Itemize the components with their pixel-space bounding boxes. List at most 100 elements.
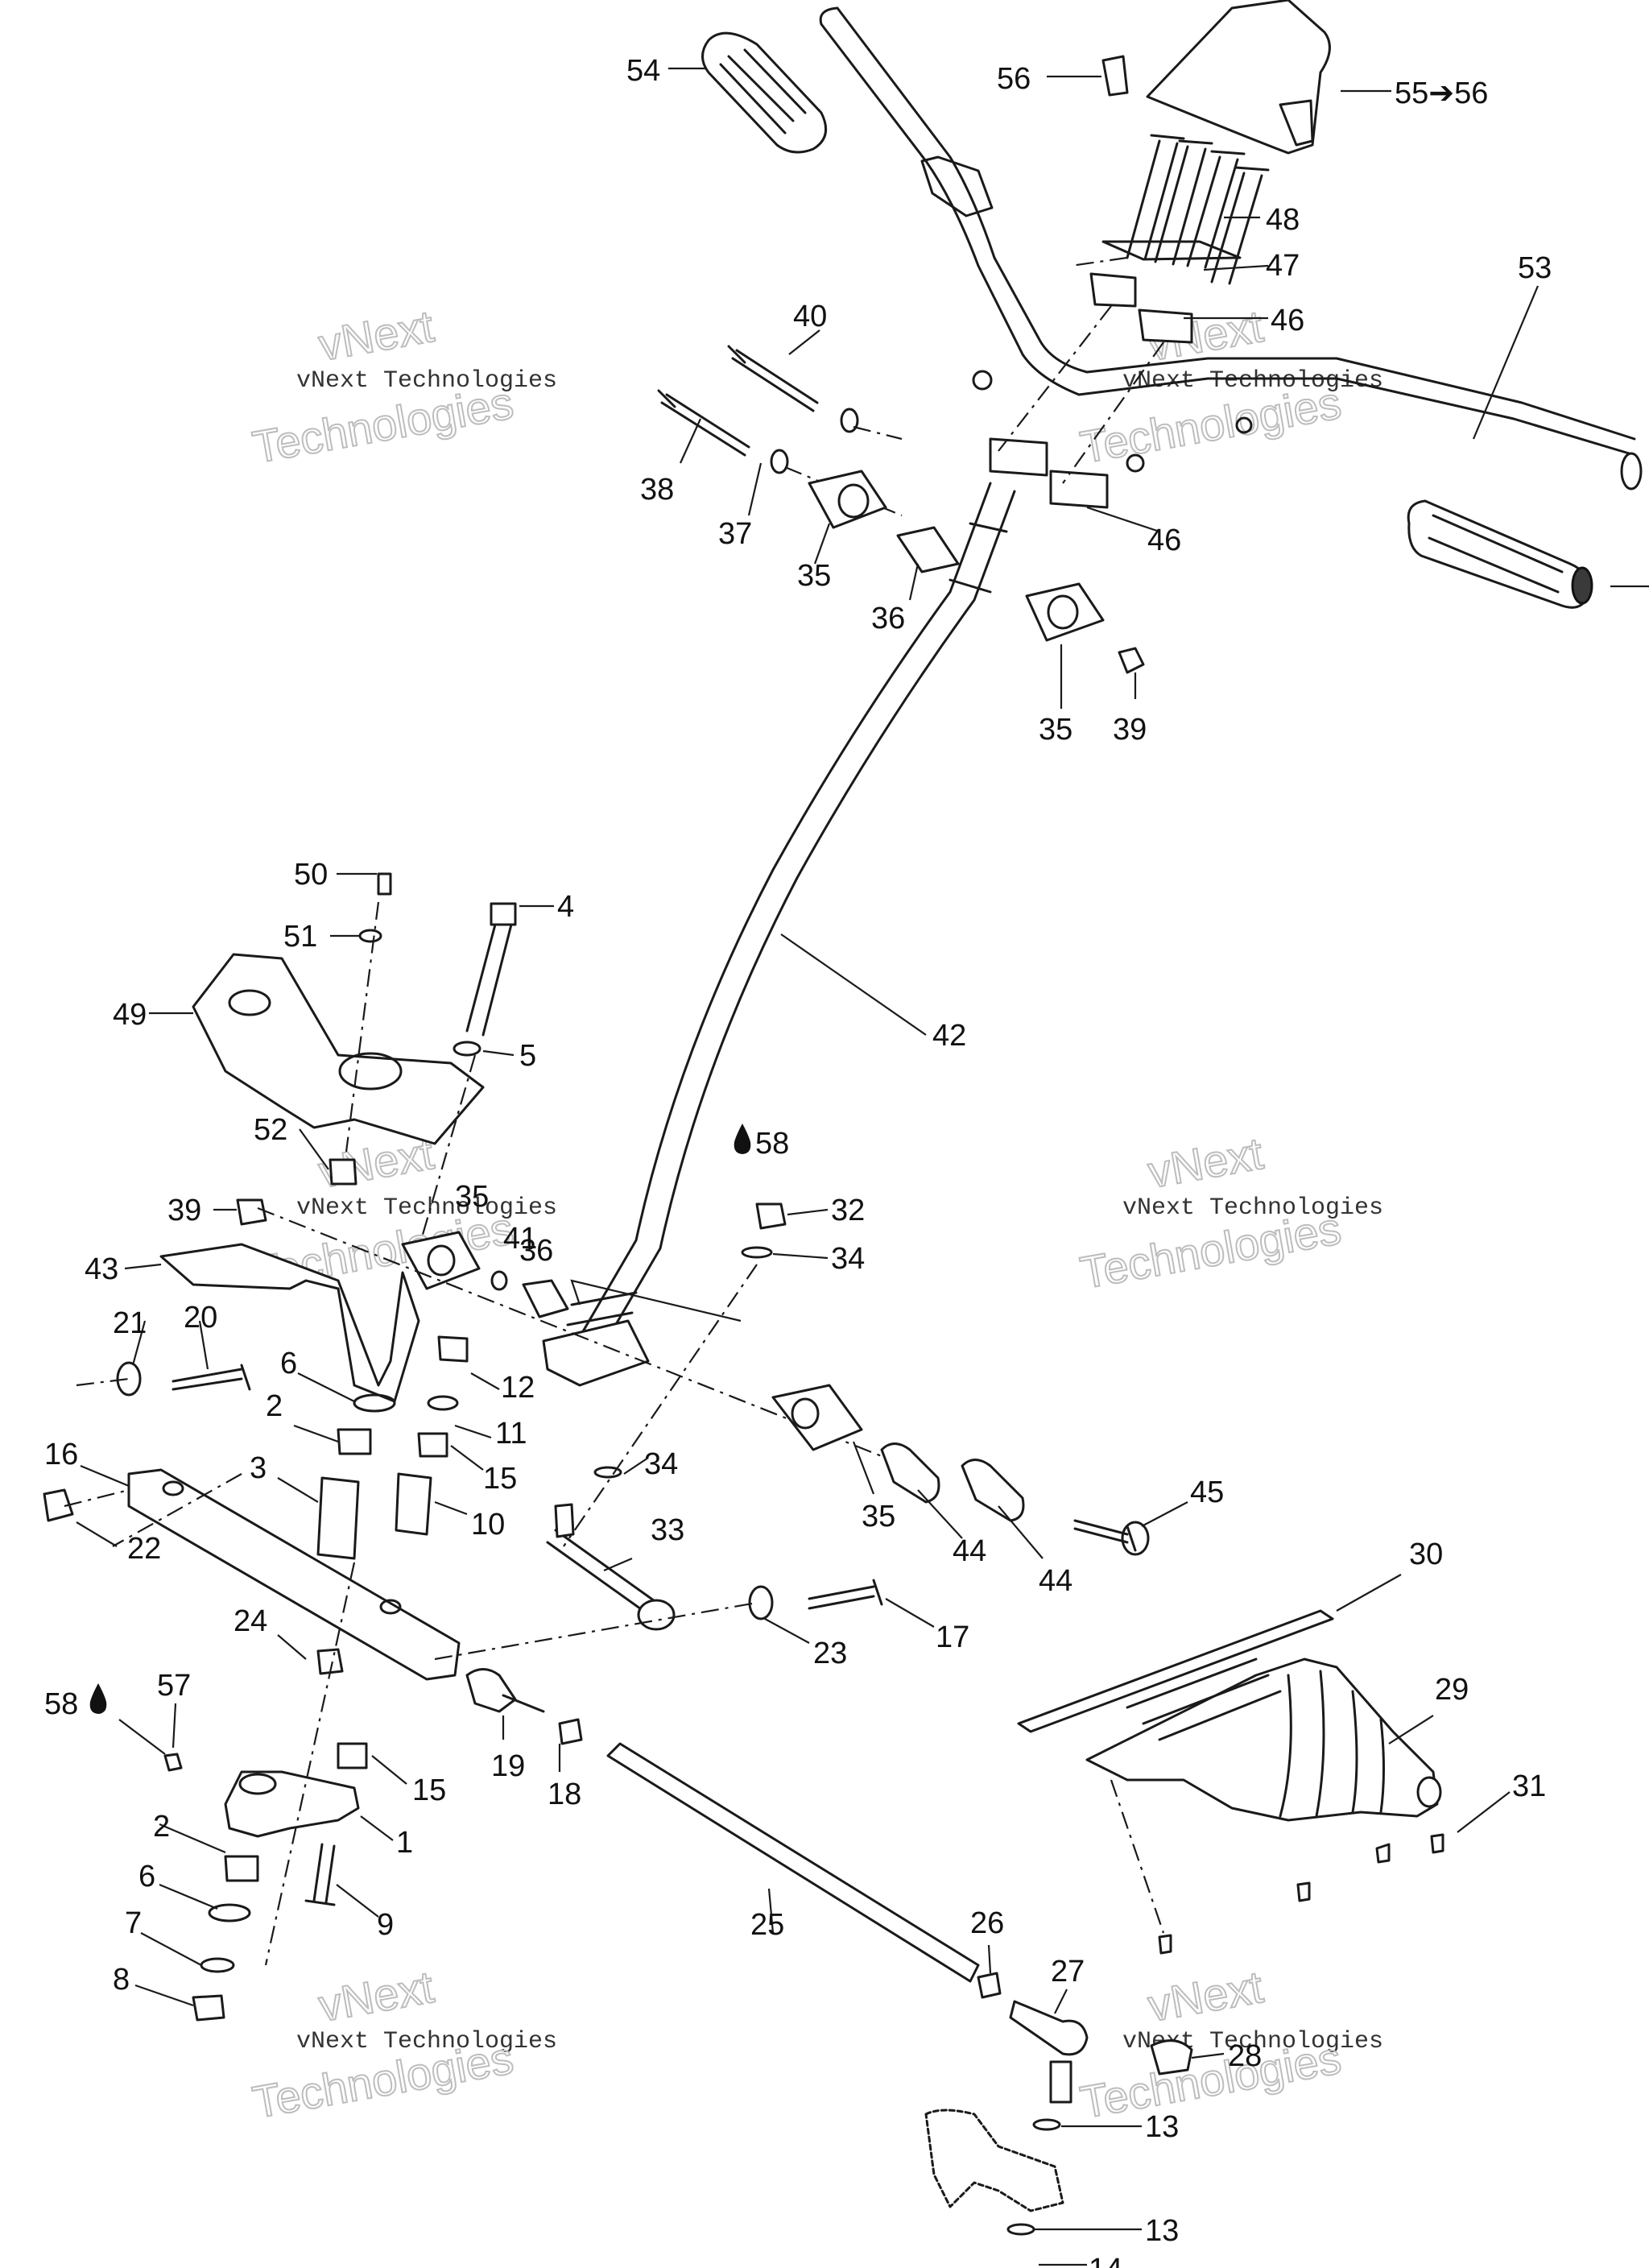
handlebar-tab: [972, 370, 993, 391]
plate-30: [1017, 1609, 1334, 1733]
callout-43: 43: [85, 1252, 118, 1286]
spacer-36: [896, 526, 960, 573]
callout-9: 9: [377, 1908, 394, 1942]
washer-6: [353, 1393, 396, 1413]
callout-21: 21: [113, 1306, 147, 1340]
clip: [1101, 55, 1129, 97]
callout-28: 28: [1228, 2039, 1262, 2073]
watermark-vnext-technologies: vNext Technologies: [296, 1194, 557, 1222]
tie-rod-33-stud: [554, 1503, 575, 1538]
handlebar: [819, 6, 1636, 457]
watermark-group-top-right: vNext vNext Technologies Technologies: [1076, 300, 1383, 474]
bushing-bore: [427, 1244, 456, 1277]
callout-20: 20: [184, 1301, 217, 1335]
callout-49: 49: [113, 998, 147, 1032]
bolt-40: [727, 345, 819, 412]
nut-18: [558, 1718, 583, 1745]
callout-2: 2: [266, 1389, 283, 1423]
right-grip-end: [1571, 566, 1593, 605]
callout-35: 35: [862, 1500, 895, 1533]
column-lower-plate: [542, 1319, 650, 1387]
upper-clamp: [1138, 308, 1193, 344]
screw-31: [1430, 1833, 1444, 1854]
bolt-38: [657, 389, 750, 457]
callout-22: 22: [127, 1532, 161, 1566]
assembly-line: [264, 1562, 356, 1966]
right-grip-ribs: [1428, 514, 1564, 594]
callout-48: 48: [1266, 203, 1300, 237]
nut-39: [236, 1198, 267, 1226]
callout-13: 13: [1145, 2214, 1179, 2248]
watermark-group-top-left: vNext vNext Technologies Technologies: [248, 300, 557, 474]
link-44: [880, 1442, 940, 1504]
spacer-36: [522, 1279, 569, 1318]
callout-32: 32: [831, 1194, 865, 1227]
ball-joint-27: [1009, 2000, 1089, 2056]
arm-hole: [162, 1480, 184, 1496]
bolt-50: [377, 872, 392, 896]
callout-2: 2: [153, 1810, 170, 1844]
callout-36: 36: [871, 602, 905, 635]
boot-fins: [1126, 1658, 1282, 1741]
washer-23: [748, 1585, 774, 1620]
bushing-2: [337, 1428, 372, 1455]
column-collar: [566, 1291, 638, 1326]
callout-35: 35: [797, 559, 831, 593]
callout-51: 51: [283, 920, 317, 954]
callout-37: 37: [718, 517, 752, 551]
washer-6: [208, 1903, 251, 1922]
watermark-vnext: vNext: [1144, 1961, 1267, 2031]
callout-35: 35: [455, 1180, 489, 1214]
boot-29: [1085, 1658, 1439, 1822]
callout-52: 52: [254, 1113, 287, 1147]
callout-11: 11: [495, 1417, 527, 1451]
bracket-49: [192, 953, 485, 1145]
tie-rod-25: [606, 1742, 980, 1983]
ring-34: [593, 1466, 622, 1479]
oil-drop-icon: [734, 1124, 751, 1154]
bolt-45-head: [1121, 1521, 1150, 1556]
callout-29: 29: [1435, 1673, 1469, 1707]
callout-36: 36: [519, 1234, 553, 1268]
callout-47: 47: [1266, 249, 1300, 283]
callout-10: 10: [471, 1508, 505, 1542]
oil-drop-icon: [89, 1683, 107, 1714]
assembly-line: [257, 1206, 886, 1459]
spindle: [924, 2109, 1064, 2212]
callout-27: 27: [1051, 1955, 1085, 1989]
assembly-line: [64, 1377, 242, 1547]
callout-40: 40: [793, 300, 827, 333]
callout-19: 19: [491, 1749, 525, 1783]
boot-end: [1416, 1776, 1442, 1808]
callout-39: 39: [167, 1194, 201, 1227]
left-grip-ribs: [719, 48, 807, 135]
arm-hole: [379, 1599, 402, 1615]
washer-5: [453, 1041, 481, 1057]
ball-joint-27-stud: [1049, 2060, 1072, 2104]
callout-53: 53: [1518, 251, 1552, 285]
handlebar-cover: [1146, 0, 1331, 155]
callout-58: 58: [755, 1127, 789, 1161]
bushing-bore: [791, 1397, 820, 1430]
callout-15: 15: [412, 1773, 446, 1807]
pitman-bore: [238, 1773, 277, 1795]
callout-42: 42: [932, 1019, 966, 1053]
handlebar-tab: [1126, 453, 1145, 473]
callout-17: 17: [936, 1620, 969, 1654]
bracket-hole: [338, 1052, 403, 1091]
nut-39: [1118, 647, 1145, 674]
bushing-bore: [1047, 594, 1079, 630]
washer-7: [200, 1957, 235, 1973]
leader-lines: [76, 67, 1649, 2266]
callout-15: 15: [483, 1462, 517, 1496]
washer-13: [1032, 2118, 1061, 2131]
callout-26: 26: [970, 1906, 1004, 1940]
watermark-vnext-technologies: vNext Technologies: [296, 367, 557, 395]
callout-18: 18: [548, 1778, 581, 1811]
steering-column: [578, 482, 1016, 1347]
callout-46: 46: [1147, 524, 1181, 557]
callout-8: 8: [113, 1963, 130, 1997]
ring-34: [741, 1246, 773, 1259]
callout-39: 39: [1113, 713, 1147, 747]
nut-8: [192, 1994, 225, 2022]
